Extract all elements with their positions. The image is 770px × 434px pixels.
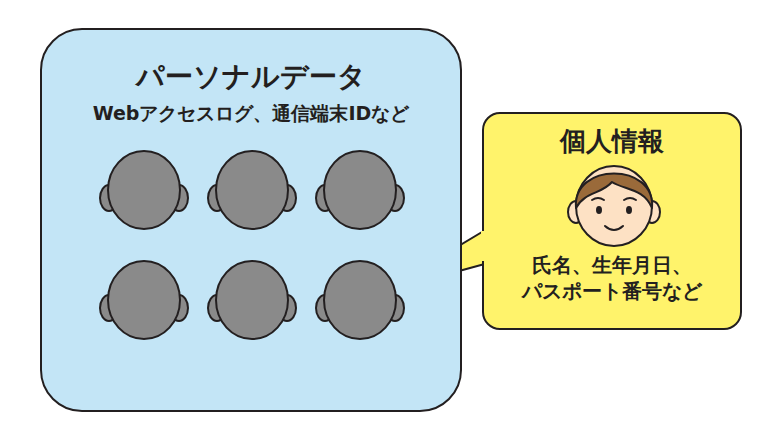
personal-data-region: パーソナルデータ Webアクセスログ、通信端末IDなど <box>40 28 462 412</box>
region-title: パーソナルデータ <box>48 60 454 94</box>
callout-title: 個人情報 <box>490 126 734 157</box>
person-silhouette <box>316 261 404 339</box>
person-silhouette <box>208 151 296 229</box>
tail-joint <box>481 231 489 261</box>
person-silhouette <box>100 151 188 229</box>
person-silhouette <box>100 261 188 339</box>
personal-info-callout: 個人情報氏名、生年月日、 パスポート番号など <box>482 112 742 330</box>
person-face <box>568 166 660 246</box>
callout-body: 氏名、生年月日、 パスポート番号など <box>490 252 734 304</box>
region-subtitle: Webアクセスログ、通信端末IDなど <box>48 102 454 125</box>
person-silhouette <box>208 261 296 339</box>
person-silhouette <box>316 151 404 229</box>
